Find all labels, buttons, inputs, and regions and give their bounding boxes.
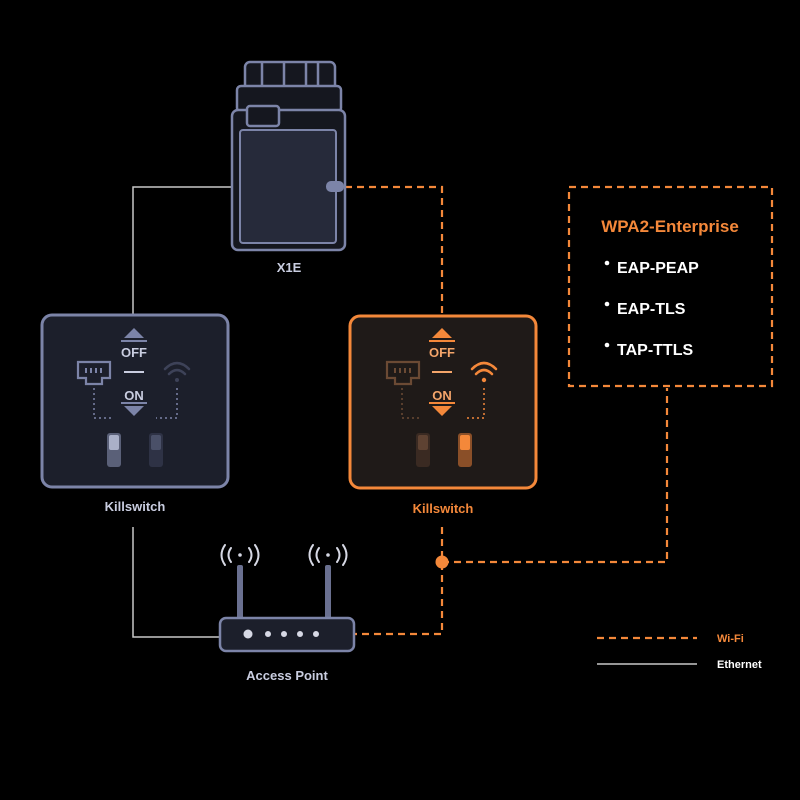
killswitch-left-on-text: ON xyxy=(124,388,144,403)
ethernet-port-icon xyxy=(385,360,421,386)
access-point-label: Access Point xyxy=(246,668,328,683)
off-arrow-up-icon xyxy=(124,328,144,338)
killswitch-left[interactable]: OFF ON xyxy=(40,313,230,489)
wifi-line-device-to-killswitch xyxy=(345,185,444,316)
ethernet-line-device-to-killswitch xyxy=(132,186,232,315)
killswitch-left-label: Killswitch xyxy=(105,499,166,514)
antenna-right xyxy=(325,565,331,619)
access-point xyxy=(218,544,356,653)
wifi-toggle[interactable] xyxy=(149,433,163,467)
wifi-toggle[interactable] xyxy=(458,433,472,467)
wifi-line-to-security-box xyxy=(442,388,669,564)
security-method-item: EAP-PEAP xyxy=(617,260,699,277)
killswitch-right-off-text: OFF xyxy=(429,345,455,360)
on-arrow-down-icon xyxy=(432,406,452,416)
killswitch-left-off-text: OFF xyxy=(121,345,147,360)
legend: Wi-Fi Ethernet xyxy=(597,633,762,671)
security-method-item: TAP-TTLS xyxy=(617,342,693,359)
wifi-icon xyxy=(163,361,191,382)
ethernet-line-killswitch-to-ap xyxy=(132,527,220,638)
killswitch-right-label: Killswitch xyxy=(413,501,474,516)
antenna-left xyxy=(237,565,243,619)
security-box: WPA2-Enterprise EAP-PEAP EAP-TLS TAP-TTL… xyxy=(567,185,774,388)
legend-ethernet-label: Ethernet xyxy=(717,659,762,671)
security-title: WPA2-Enterprise xyxy=(601,217,739,236)
junction-dot xyxy=(435,555,449,569)
wifi-icon xyxy=(470,361,498,383)
on-arrow-down-icon xyxy=(124,406,144,416)
security-method-item: EAP-TLS xyxy=(617,301,686,318)
legend-wifi-label: Wi-Fi xyxy=(717,633,744,645)
signal-waves-icon xyxy=(308,544,348,566)
ethernet-port-icon xyxy=(76,360,112,386)
ethernet-toggle[interactable] xyxy=(107,433,121,467)
killswitch-right-on-text: ON xyxy=(432,388,452,403)
ethernet-toggle[interactable] xyxy=(416,433,430,467)
killswitch-right[interactable]: OFF ON xyxy=(348,314,538,490)
wifi-line-killswitch-to-ap xyxy=(355,527,444,636)
signal-waves-icon xyxy=(220,544,260,566)
x1e-device xyxy=(230,60,347,252)
device-label: X1E xyxy=(277,260,302,275)
security-method-list: EAP-PEAP EAP-TLS TAP-TTLS xyxy=(604,260,699,359)
off-arrow-up-icon xyxy=(432,328,452,338)
